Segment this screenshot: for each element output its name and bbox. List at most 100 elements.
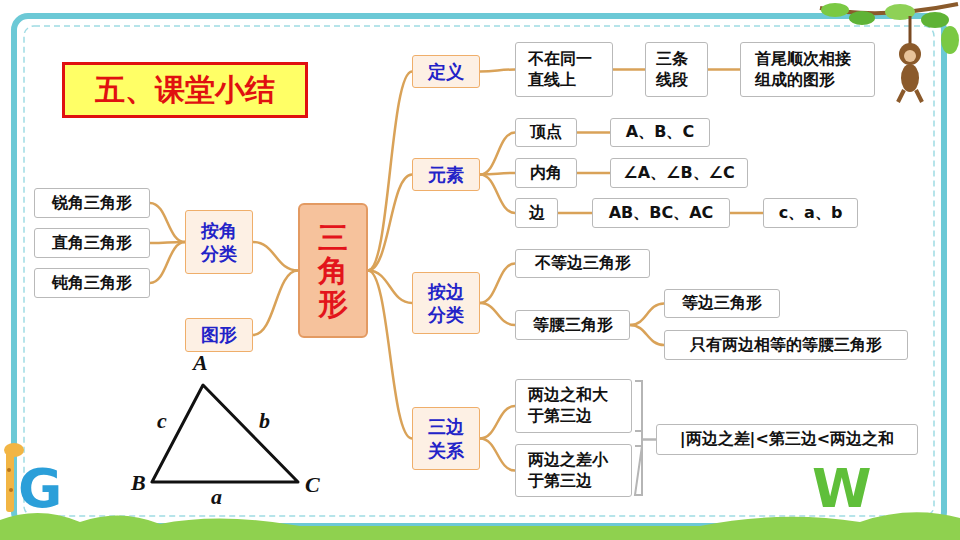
- node-text: 等腰三角形: [533, 315, 613, 336]
- leaf-topic: 不等边三角形: [515, 249, 650, 278]
- node-text: |两边之差|<第三边<两边之和: [680, 429, 895, 450]
- branch-connector: [480, 70, 515, 72]
- label-text: A: [193, 352, 208, 374]
- branch-connector: [558, 212, 592, 215]
- leaf-topic: 钝角三角形: [34, 268, 150, 298]
- node-text: 不在同一直线上: [528, 49, 600, 91]
- label-text: C: [305, 474, 320, 496]
- leaf-topic: 锐角三角形: [34, 188, 150, 218]
- node-text: 三边关系: [423, 415, 469, 462]
- decor-letter: G: [18, 462, 62, 516]
- summary-box: |两边之差|<第三边<两边之和: [656, 424, 918, 455]
- branch-connector: [150, 203, 185, 242]
- branch-connector: [150, 242, 185, 283]
- branch-topic: 图形: [185, 318, 253, 352]
- branch-topic: 按边分类: [412, 272, 480, 334]
- figure-letter: B: [131, 472, 146, 494]
- leaf-topic: 不在同一直线上: [515, 42, 613, 97]
- node-text: ∠A、∠B、∠C: [623, 163, 734, 184]
- branch-topic: 按角分类: [185, 210, 253, 274]
- label-text: B: [131, 472, 146, 494]
- node-text: 边: [529, 203, 545, 224]
- branch-connector: [480, 303, 515, 325]
- node-text: 锐角三角形: [52, 193, 132, 214]
- leaf-topic: 等腰三角形: [515, 310, 630, 340]
- branch-connector: [253, 271, 298, 336]
- leaf-topic: 两边之差小于第三边: [515, 444, 632, 497]
- node-text: 定义: [428, 60, 464, 83]
- branch-connector: [480, 406, 515, 439]
- leaf-topic: 三条线段: [645, 42, 708, 97]
- grass: [0, 512, 960, 540]
- decor-letter: W: [812, 462, 872, 516]
- branch-connector: [577, 131, 610, 134]
- title-box: 五、课堂小结: [62, 62, 308, 118]
- leaf-topic: 等边三角形: [664, 289, 780, 318]
- branch-connector: [480, 264, 515, 304]
- node-text: 两边之和大于第三边: [528, 385, 619, 427]
- node-text: 按角分类: [196, 219, 242, 266]
- branch-connector: [368, 72, 412, 271]
- label-text: W: [812, 462, 872, 516]
- triangle-figure: [152, 385, 298, 482]
- node-text: 内角: [530, 163, 562, 184]
- node-text: c、a、b: [779, 203, 843, 224]
- node-text: 钝角三角形: [52, 273, 132, 294]
- branch-connector: [368, 175, 412, 271]
- figure-letter: A: [193, 352, 208, 374]
- node-text: 直角三角形: [52, 233, 132, 254]
- branch-connector: [613, 68, 645, 71]
- bracket-connector: [635, 381, 656, 440]
- branch-connector: [630, 325, 664, 345]
- leaf-topic: 内角: [515, 158, 577, 188]
- leaf-topic: A、B、C: [610, 118, 710, 147]
- node-text: 元素: [428, 163, 464, 186]
- node-text: 三条线段: [656, 49, 697, 91]
- branch-topic: 定义: [412, 55, 480, 88]
- figure-letter: a: [211, 486, 222, 508]
- frame: [14, 16, 944, 526]
- node-text: 三角形: [318, 221, 348, 320]
- label-text: c: [157, 410, 167, 432]
- title-text: 五、课堂小结: [95, 70, 275, 111]
- node-text: 不等边三角形: [535, 253, 631, 274]
- branch-connector: [480, 133, 515, 175]
- figure-letter: c: [157, 410, 167, 432]
- branch-connector: [480, 439, 515, 471]
- label-text: b: [259, 410, 270, 432]
- branch-connector: [577, 172, 610, 175]
- node-text: 图形: [201, 323, 237, 346]
- leaf-topic: 直角三角形: [34, 228, 150, 258]
- node-text: 首尾顺次相接组成的图形: [755, 49, 860, 91]
- node-text: 顶点: [530, 122, 562, 143]
- frame-dash: [24, 26, 934, 516]
- leaf-topic: 首尾顺次相接组成的图形: [740, 42, 875, 97]
- leaf-topic: c、a、b: [763, 198, 858, 228]
- branch-topic: 三边关系: [412, 407, 480, 470]
- node-text: 两边之差小于第三边: [528, 450, 619, 492]
- leaf-topic: 边: [515, 198, 558, 228]
- branch-connector: [480, 173, 515, 175]
- branch-connector: [253, 242, 298, 271]
- branch-connector: [368, 271, 412, 439]
- central-topic: 三角形: [298, 203, 368, 338]
- leaf-topic: 只有两边相等的等腰三角形: [664, 330, 908, 360]
- figure-letter: C: [305, 474, 320, 496]
- node-text: AB、BC、AC: [609, 203, 714, 224]
- node-text: 等边三角形: [682, 293, 762, 314]
- leaf-topic: 两边之和大于第三边: [515, 379, 632, 433]
- leaf-topic: 顶点: [515, 118, 577, 147]
- branch-connector: [630, 304, 664, 326]
- node-text: 只有两边相等的等腰三角形: [690, 335, 882, 356]
- branch-topic: 元素: [412, 158, 480, 191]
- bracket-connector: [635, 440, 656, 496]
- node-text: 按边分类: [423, 280, 469, 327]
- label-text: a: [211, 486, 222, 508]
- leaf-topic: ∠A、∠B、∠C: [610, 158, 748, 188]
- monkey: [898, 16, 922, 102]
- node-text: A、B、C: [626, 122, 694, 143]
- figure-letter: b: [259, 410, 270, 432]
- label-text: G: [18, 462, 62, 516]
- branch-connector: [708, 68, 740, 71]
